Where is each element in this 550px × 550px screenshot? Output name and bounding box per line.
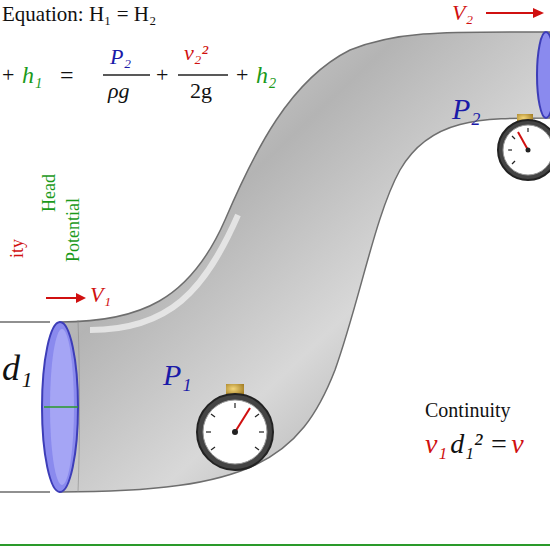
formula-term: d₁² =	[450, 430, 508, 458]
plus-sign: +	[156, 64, 168, 86]
head-label: Potential	[64, 198, 82, 262]
velocity-squared: v₂²	[184, 42, 208, 64]
continuity-title: Continuity	[425, 400, 511, 420]
equation-title: Equation: H₁ = H₂	[2, 4, 156, 25]
velocity-label: V₁	[90, 284, 111, 306]
diameter-label: d₁	[2, 350, 33, 386]
velocity-label: V₂	[452, 2, 473, 24]
formula-term: v	[511, 430, 523, 458]
equals-sign: =	[60, 63, 74, 87]
plus-sign: +	[2, 64, 14, 86]
pressure-symbol: P₂	[110, 46, 131, 68]
plus-sign: +	[236, 64, 248, 86]
denominator: ρg	[108, 80, 130, 102]
formula-term: v₁	[425, 430, 447, 458]
potential-head: h₁	[22, 63, 42, 87]
denominator: 2g	[190, 80, 212, 102]
pressure-label: P₂	[452, 94, 481, 124]
pressure-label: P₁	[163, 360, 192, 390]
continuity-formula: v₁d₁² =v	[425, 430, 524, 458]
potential-head: h₂	[256, 63, 276, 87]
head-label: ity	[8, 239, 26, 258]
head-label: Head	[40, 174, 58, 212]
